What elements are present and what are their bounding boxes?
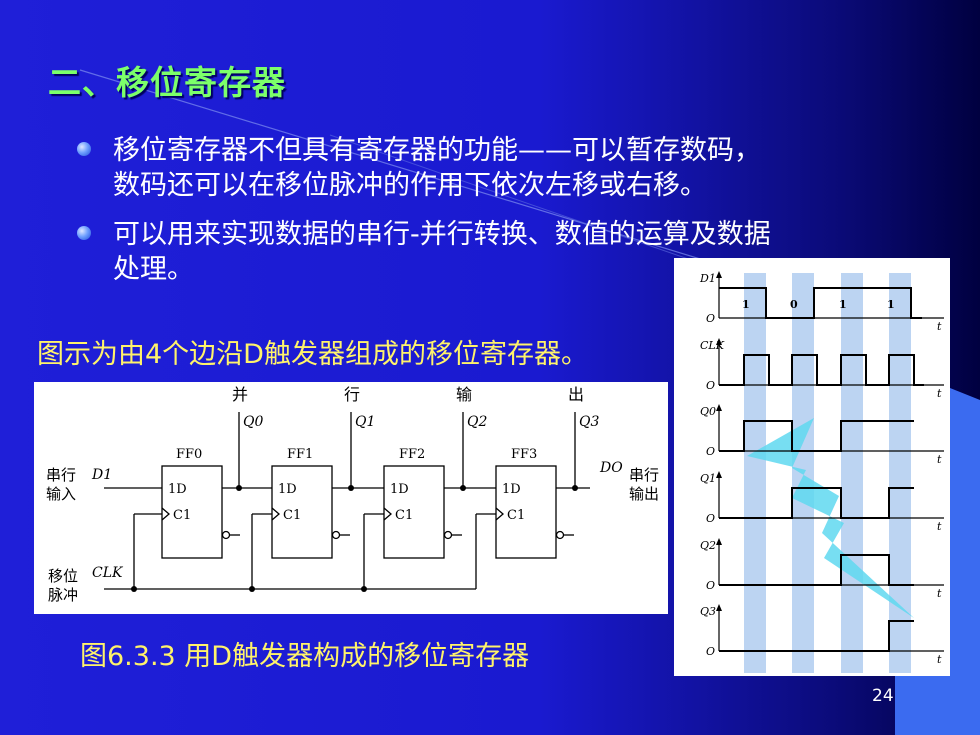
ff3-clock-input: C1: [507, 508, 525, 523]
origin-label: O: [706, 445, 715, 458]
bullet-1-line-1: 移位寄存器不但具有寄存器的功能——可以暂存数码，: [113, 135, 761, 166]
serial-in-label: 输入: [46, 485, 76, 503]
time-axis-label: t: [937, 320, 942, 333]
figure-caption: 图6.3.3 用D触发器构成的移位寄存器: [80, 641, 530, 672]
ff2-clock-input: C1: [395, 508, 413, 523]
time-axis-label: t: [937, 520, 942, 533]
waveform-d1: [719, 287, 922, 319]
clock-label: 脉冲: [48, 586, 78, 604]
waveform-clk: [719, 354, 924, 386]
parallel-label-char: 行: [344, 385, 360, 404]
signal-label: Q3: [700, 605, 716, 618]
time-axis-label: t: [937, 387, 942, 400]
bullet-2-line-2: 处理。: [113, 254, 194, 285]
page-number: 24: [872, 686, 894, 706]
clock-label: 移位: [48, 567, 78, 585]
data-bit-label: 1: [742, 298, 750, 311]
ff0-label: FF0: [176, 447, 202, 462]
data-bit-label: 0: [790, 298, 798, 311]
signal-label: CLK: [700, 339, 725, 352]
waveform-q3: [719, 620, 914, 652]
q0-label: Q0: [243, 414, 263, 430]
bullet-icon: [77, 142, 91, 156]
signal-label: Q0: [700, 405, 716, 418]
bullet-2-line-1: 可以用来实现数据的串行-并行转换、数值的运算及数据: [113, 219, 771, 250]
data-bit-label: 1: [839, 298, 847, 311]
parallel-label-char: 出: [568, 385, 584, 404]
parallel-label-char: 输: [456, 385, 472, 404]
clock-edge-highlights: [744, 273, 911, 673]
time-axis-label: t: [937, 453, 942, 466]
ff3-d-input: 1D: [502, 482, 521, 497]
ff1-d-input: 1D: [278, 482, 297, 497]
circuit-diagram: 并 行 输 出 Q0 Q1 Q2 Q3 FF0 FF1 FF2 FF3 1D 1…: [34, 382, 668, 614]
time-axis-label: t: [937, 653, 942, 666]
serial-in-label: 串行: [46, 466, 76, 484]
origin-label: O: [706, 645, 715, 658]
waveform-q0: [719, 420, 914, 452]
signal-label: Q1: [700, 472, 716, 485]
data-bit-label: 1: [887, 298, 895, 311]
origin-label: O: [706, 312, 715, 325]
slide-title: 二、移位寄存器: [48, 63, 286, 102]
ff0-d-input: 1D: [168, 482, 187, 497]
bullet-1-line-2: 数码还可以在移位脉冲的作用下依次左移或右移。: [113, 170, 707, 201]
waveform-q2: [719, 554, 914, 586]
serial-out-label: 串行: [629, 466, 659, 484]
ff0-clock-input: C1: [173, 508, 191, 523]
q3-label: Q3: [579, 414, 599, 430]
d1-signal-label: D1: [91, 467, 112, 483]
origin-label: O: [706, 579, 715, 592]
waveform-q1: [719, 487, 914, 519]
clk-signal-label: CLK: [92, 565, 124, 581]
time-axis-label: t: [937, 587, 942, 600]
serial-out-label: 输出: [629, 485, 659, 503]
ff1-label: FF1: [287, 447, 313, 462]
signal-label: Q2: [700, 539, 716, 552]
origin-label: O: [706, 379, 715, 392]
bullet-icon: [77, 226, 91, 240]
q2-label: Q2: [467, 414, 487, 430]
ff1-clock-input: C1: [283, 508, 301, 523]
signal-label: D1: [699, 272, 716, 285]
parallel-label-char: 并: [232, 385, 248, 404]
ff2-label: FF2: [399, 447, 425, 462]
do-signal-label: DO: [599, 460, 623, 476]
ff2-d-input: 1D: [390, 482, 409, 497]
ff3-label: FF3: [511, 447, 537, 462]
q1-label: Q1: [355, 414, 375, 430]
figure-intro-caption: 图示为由4个边沿D触发器组成的移位寄存器。: [37, 339, 588, 370]
origin-label: O: [706, 512, 715, 525]
